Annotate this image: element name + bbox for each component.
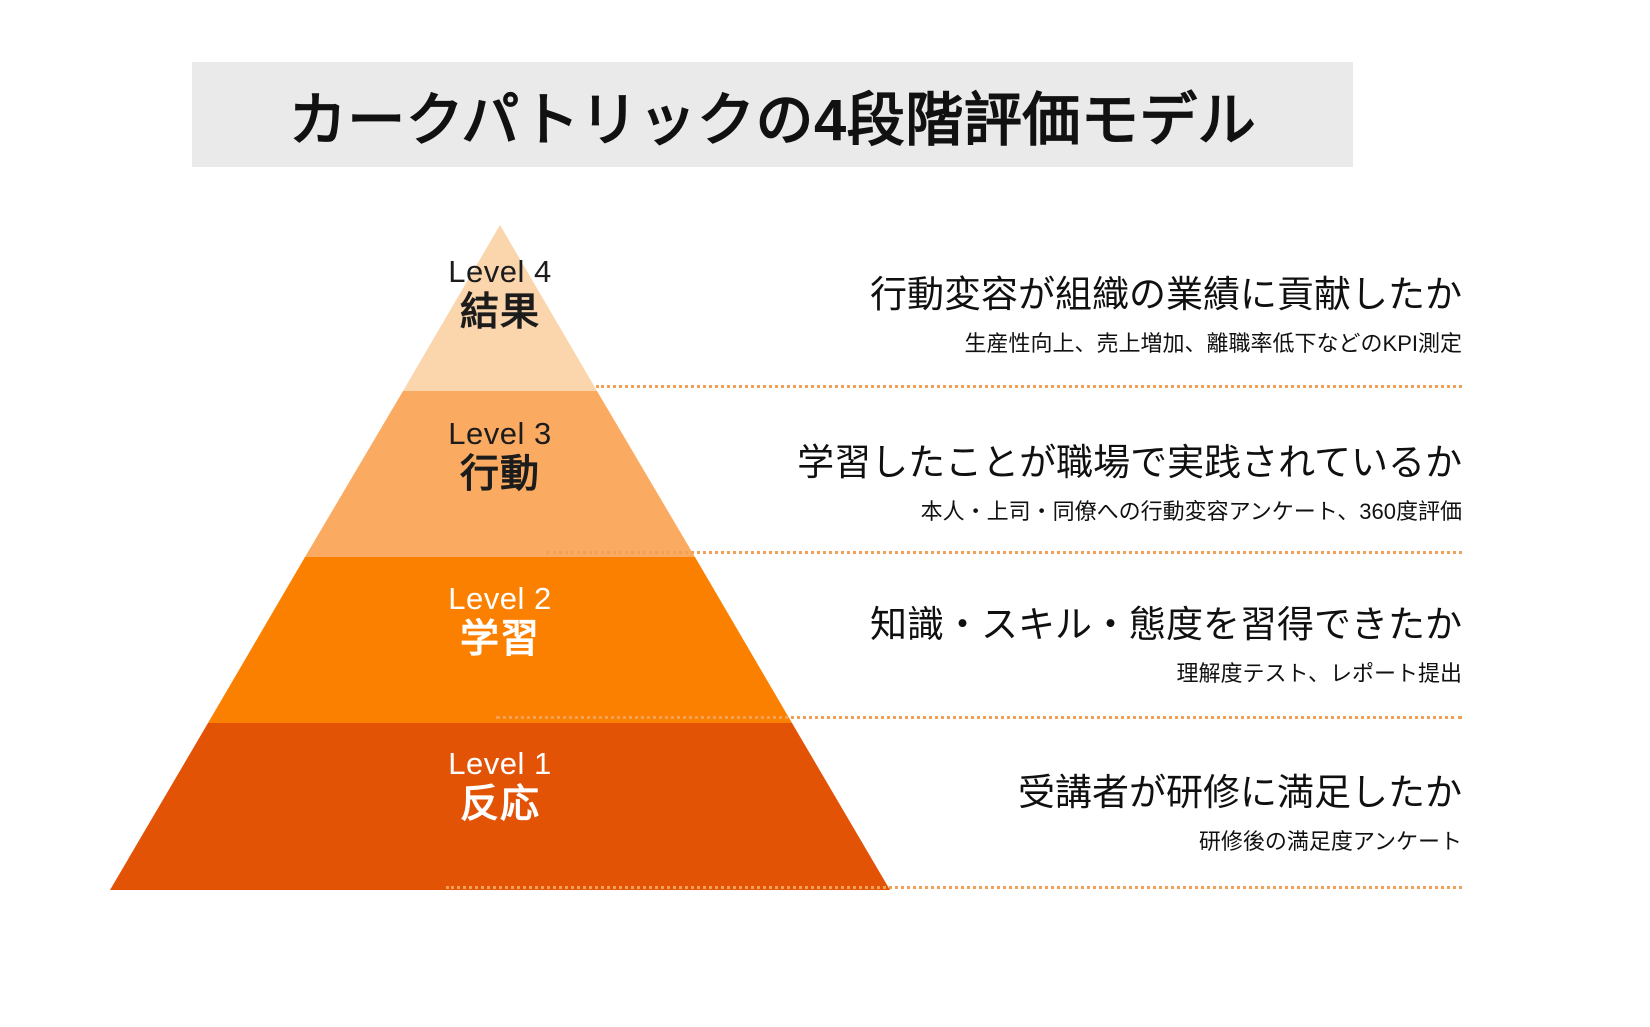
description-main-level-4: 行動変容が組織の業績に貢献したか [870, 274, 1462, 315]
description-sub-level-2: 理解度テスト、レポート提出 [1176, 661, 1462, 687]
pyramid-diagram: Level 4 結果 Level 3 行動 Level 2 学習 Level 1… [110, 225, 890, 890]
pyramid-tier-level-4[interactable] [403, 225, 597, 391]
pyramid-svg [110, 225, 890, 890]
pyramid-tier-level-3[interactable] [305, 391, 695, 557]
description-main-level-1: 受講者が研修に満足したか [1018, 772, 1462, 813]
pyramid-tier-level-1[interactable] [110, 723, 890, 890]
description-sub-level-3: 本人・上司・同僚への行動変容アンケート、360度評価 [920, 499, 1462, 525]
description-sub-level-4: 生産性向上、売上増加、離職率低下などのKPI測定 [964, 331, 1462, 357]
divider-level-4 [596, 385, 1462, 388]
description-level-3: 学習したことが職場で実践されているか 本人・上司・同僚への行動変容アンケート、3… [797, 440, 1462, 527]
divider-level-3 [546, 551, 1462, 554]
page-title: カークパトリックの4段階評価モデル [288, 87, 1257, 153]
divider-level-2 [496, 716, 1462, 719]
description-level-4: 行動変容が組織の業績に貢献したか 生産性向上、売上増加、離職率低下などのKPI測… [870, 272, 1462, 359]
divider-level-1 [446, 886, 1462, 889]
description-main-level-2: 知識・スキル・態度を習得できたか [870, 604, 1462, 645]
pyramid-tier-level-2[interactable] [208, 557, 792, 723]
description-level-2: 知識・スキル・態度を習得できたか 理解度テスト、レポート提出 [870, 602, 1462, 689]
description-level-1: 受講者が研修に満足したか 研修後の満足度アンケート [1018, 770, 1462, 857]
description-main-level-3: 学習したことが職場で実践されているか [797, 442, 1462, 483]
description-sub-level-1: 研修後の満足度アンケート [1198, 829, 1462, 855]
title-band: カークパトリックの4段階評価モデル [192, 62, 1353, 167]
